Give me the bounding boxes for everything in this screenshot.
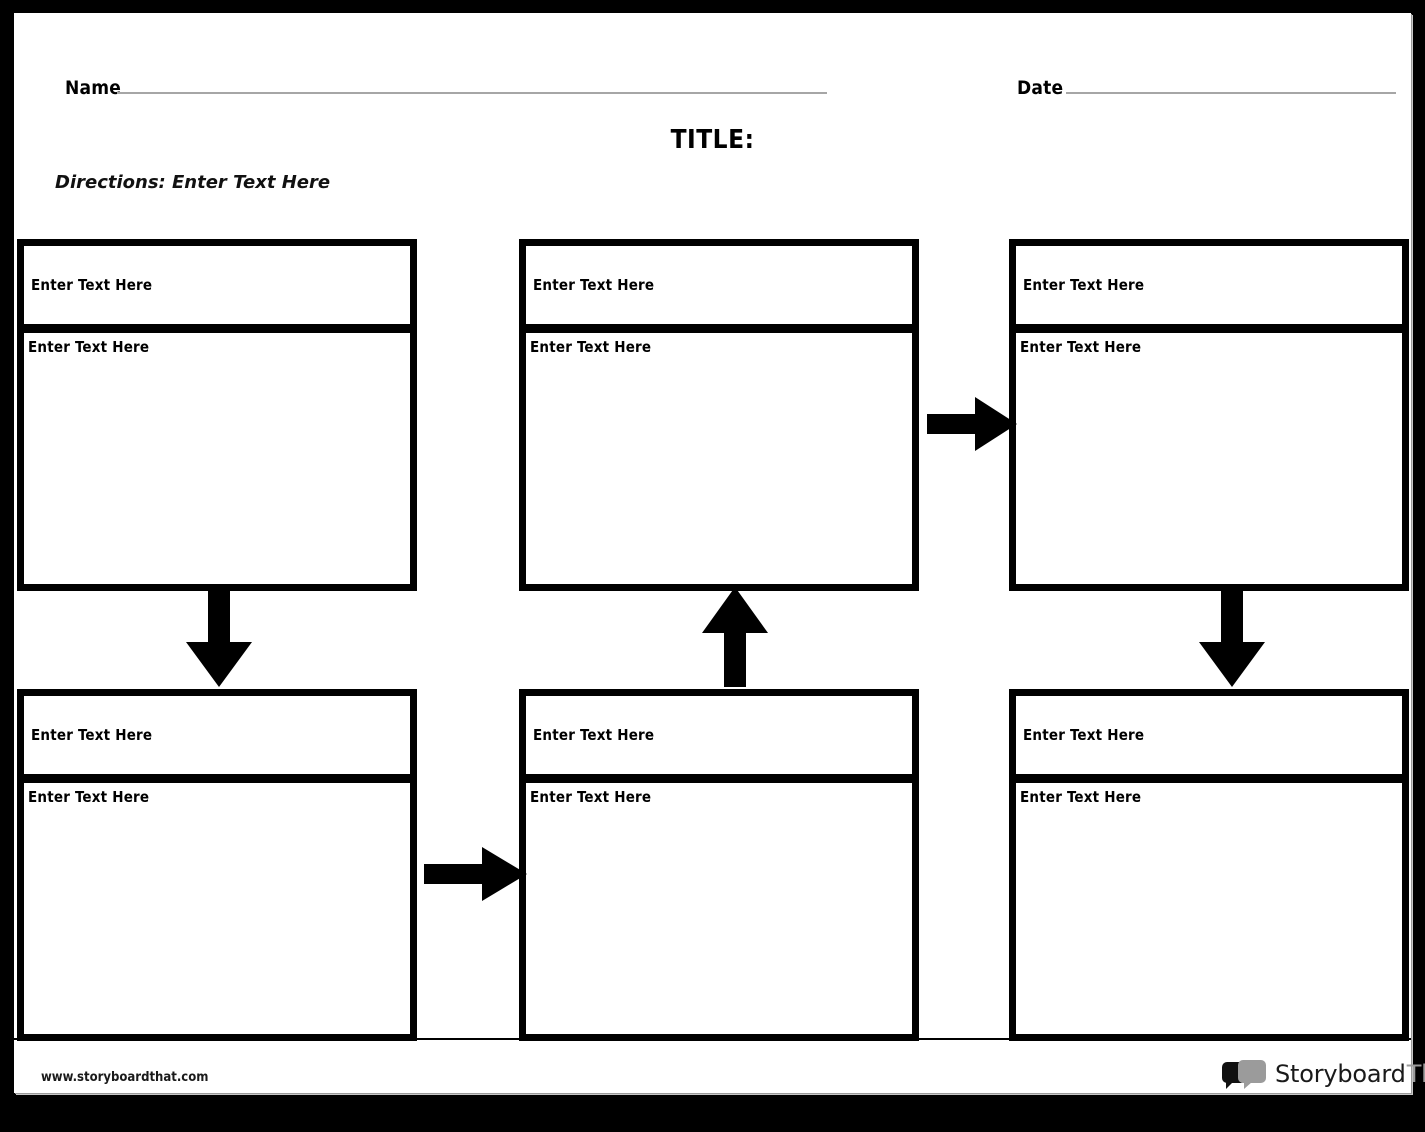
cell-header-box[interactable]: Enter Text Here xyxy=(519,689,919,781)
cell-header-text: Enter Text Here xyxy=(1023,726,1145,744)
speech-bubbles-icon xyxy=(1222,1059,1266,1089)
cell-body-box[interactable]: Enter Text Here xyxy=(519,326,919,591)
cell-header-box[interactable]: Enter Text Here xyxy=(1009,239,1409,331)
cell-body-text: Enter Text Here xyxy=(1020,788,1142,806)
directions-text[interactable]: Directions: Enter Text Here xyxy=(55,172,331,193)
worksheet-page: Name Date TITLE: Directions: Enter Text … xyxy=(14,13,1425,1093)
cell-header-text: Enter Text Here xyxy=(533,726,655,744)
footer-divider xyxy=(14,1038,1411,1040)
cell-header-text: Enter Text Here xyxy=(31,726,153,744)
name-input-line[interactable] xyxy=(117,92,827,94)
arrow-down-icon xyxy=(186,587,252,687)
name-label: Name xyxy=(65,77,122,99)
cell-body-box[interactable]: Enter Text Here xyxy=(17,326,417,591)
cell-header-box[interactable]: Enter Text Here xyxy=(519,239,919,331)
cell-header-box[interactable]: Enter Text Here xyxy=(17,689,417,781)
arrow-right-icon xyxy=(424,847,527,901)
cell-header-text: Enter Text Here xyxy=(533,276,655,294)
storyboardthat-logo[interactable]: Storyboard That xyxy=(1222,1059,1425,1089)
page-title[interactable]: TITLE: xyxy=(670,125,755,155)
cell-body-box[interactable]: Enter Text Here xyxy=(519,776,919,1041)
arrow-up-icon xyxy=(702,587,768,687)
cell-body-text: Enter Text Here xyxy=(28,788,150,806)
arrow-right-icon xyxy=(927,397,1017,451)
cell-header-text: Enter Text Here xyxy=(1023,276,1145,294)
brand-name-secondary: That xyxy=(1406,1060,1425,1088)
cell-body-box[interactable]: Enter Text Here xyxy=(1009,776,1409,1041)
cell-body-text: Enter Text Here xyxy=(1020,338,1142,356)
date-input-line[interactable] xyxy=(1066,92,1396,94)
brand-name-primary: Storyboard xyxy=(1275,1060,1406,1088)
cell-body-text: Enter Text Here xyxy=(530,788,652,806)
cell-body-text: Enter Text Here xyxy=(28,338,150,356)
cell-body-text: Enter Text Here xyxy=(530,338,652,356)
cell-body-box[interactable]: Enter Text Here xyxy=(17,776,417,1041)
cell-header-box[interactable]: Enter Text Here xyxy=(17,239,417,331)
date-label: Date xyxy=(1017,77,1064,99)
cell-header-text: Enter Text Here xyxy=(31,276,153,294)
cell-body-box[interactable]: Enter Text Here xyxy=(1009,326,1409,591)
footer-url[interactable]: www.storyboardthat.com xyxy=(41,1070,209,1085)
arrow-down-icon xyxy=(1199,587,1265,687)
cell-header-box[interactable]: Enter Text Here xyxy=(1009,689,1409,781)
